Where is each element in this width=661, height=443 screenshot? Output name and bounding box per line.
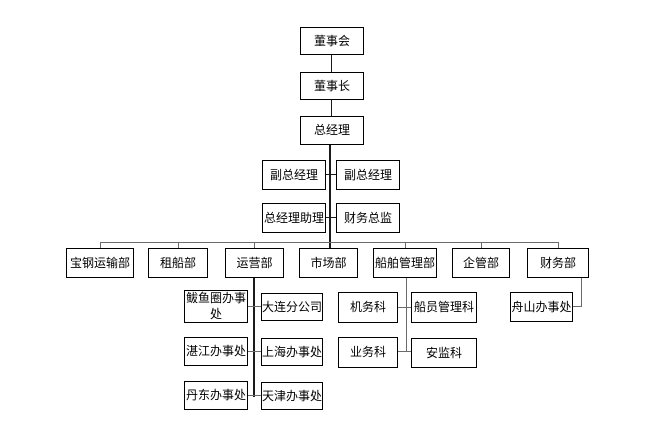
node-dept-chartering-label: 租船部 <box>159 255 196 270</box>
node-deputy-gm-left-label: 副总经理 <box>269 167 318 182</box>
node-office-dandong-label: 丹东办事处 <box>185 388 246 403</box>
node-deputy-gm-left[interactable]: 副总经理 <box>262 160 326 190</box>
node-office-zhanjiang[interactable]: 湛江办事处 <box>184 337 248 366</box>
node-dept-chartering[interactable]: 租船部 <box>148 248 208 278</box>
node-office-tianjin-label: 天津办事处 <box>262 388 323 403</box>
node-deputy-gm-right-label: 副总经理 <box>343 167 392 182</box>
node-general-manager[interactable]: 总经理 <box>300 116 364 145</box>
node-dept-marketing[interactable]: 市场部 <box>299 248 358 278</box>
node-finance-director-label: 财务总监 <box>343 210 392 225</box>
connector-finance-elbow-h <box>573 306 582 307</box>
connector-operations-trunk <box>253 278 255 397</box>
connector-stub-finance <box>558 242 559 248</box>
node-dept-operations-label: 运营部 <box>236 255 273 270</box>
node-office-shanghai-label: 上海办事处 <box>262 344 323 359</box>
connector-gm-trunk <box>329 145 331 248</box>
connector-gm-assistant-stub <box>326 217 336 218</box>
node-office-zhanjiang-label: 湛江办事处 <box>185 344 246 359</box>
node-dept-marketing-label: 市场部 <box>310 255 347 270</box>
node-office-bayuquan[interactable]: 鲅鱼圈办事处 <box>184 290 248 323</box>
connector-stub-baosteel <box>100 242 101 248</box>
node-chairman[interactable]: 董事长 <box>300 72 364 100</box>
node-gm-assistant[interactable]: 总经理助理 <box>262 203 326 233</box>
connector-ship-row1 <box>398 307 411 308</box>
connector-stub-ship-management <box>405 242 406 248</box>
node-office-zhoushan-label: 舟山办事处 <box>511 299 572 314</box>
node-section-business-label: 业务科 <box>349 345 386 360</box>
node-section-crew-management[interactable]: 船员管理科 <box>411 292 477 323</box>
connector-stub-enterprise-management <box>481 242 482 248</box>
node-dept-enterprise-management[interactable]: 企管部 <box>452 248 510 278</box>
connector-department-rail <box>100 242 559 243</box>
node-office-zhoushan[interactable]: 舟山办事处 <box>510 292 573 322</box>
node-dept-ship-management[interactable]: 船舶管理部 <box>373 248 437 278</box>
node-office-shanghai[interactable]: 上海办事处 <box>261 338 323 366</box>
connector-stub-chartering <box>178 242 179 248</box>
node-finance-director[interactable]: 财务总监 <box>336 203 400 233</box>
node-gm-assistant-label: 总经理助理 <box>263 210 324 225</box>
node-dept-ship-management-label: 船舶管理部 <box>374 255 435 270</box>
node-board-label: 董事会 <box>313 33 350 48</box>
node-section-safety-supervision[interactable]: 安监科 <box>411 338 477 368</box>
connector-chairman-gm <box>331 100 332 116</box>
node-dept-baosteel-transport[interactable]: 宝钢运输部 <box>66 248 134 278</box>
node-dept-baosteel-transport-label: 宝钢运输部 <box>69 255 130 270</box>
node-chairman-label: 董事长 <box>313 78 350 93</box>
connector-board-chairman <box>331 55 332 72</box>
connector-stub-operations <box>254 242 255 248</box>
node-office-bayuquan-label: 鲅鱼圈办事处 <box>186 290 247 321</box>
node-branch-dalian[interactable]: 大连分公司 <box>261 293 323 321</box>
node-branch-dalian-label: 大连分公司 <box>262 299 323 314</box>
node-section-business[interactable]: 业务科 <box>338 337 398 368</box>
node-office-dandong[interactable]: 丹东办事处 <box>184 381 248 410</box>
connector-operations-row3 <box>248 395 261 396</box>
connector-ship-trunk <box>406 278 407 351</box>
node-dept-finance[interactable]: 财务部 <box>527 248 589 278</box>
node-section-safety-supervision-label: 安监科 <box>425 345 462 360</box>
node-dept-operations[interactable]: 运营部 <box>225 248 284 278</box>
connector-finance-elbow-v <box>581 278 582 307</box>
node-deputy-gm-right[interactable]: 副总经理 <box>336 160 400 190</box>
node-section-crew-management-label: 船员管理科 <box>413 300 474 315</box>
connector-ship-row2 <box>398 351 411 352</box>
node-general-manager-label: 总经理 <box>313 123 350 138</box>
node-section-engineering-label: 机务科 <box>349 300 386 315</box>
connector-operations-row2 <box>248 351 261 352</box>
node-office-tianjin[interactable]: 天津办事处 <box>261 382 323 410</box>
connector-deputy-gm-stub <box>326 174 336 175</box>
node-board[interactable]: 董事会 <box>300 27 364 55</box>
node-section-engineering[interactable]: 机务科 <box>338 292 398 323</box>
node-dept-finance-label: 财务部 <box>539 255 576 270</box>
node-dept-enterprise-management-label: 企管部 <box>462 255 499 270</box>
connector-operations-row1 <box>248 306 261 307</box>
